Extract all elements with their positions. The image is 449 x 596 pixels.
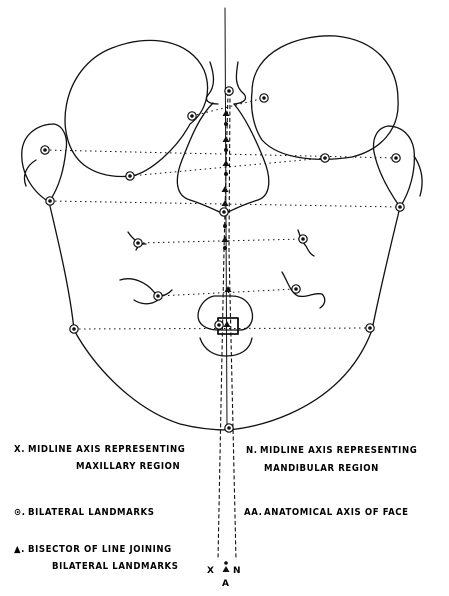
bisector-triangle <box>222 200 229 206</box>
axis-bead <box>224 122 228 126</box>
legend-bisector-symbol: ▲. <box>14 545 28 555</box>
axis-label-n: N <box>233 567 241 576</box>
axis-bead <box>224 172 228 176</box>
legend-bilateral-symbol: ⊙. <box>14 508 28 518</box>
bisector-triangle <box>224 321 231 327</box>
bisector-triangle <box>222 186 229 192</box>
bilateral-landmark <box>292 285 300 293</box>
legend-aa: AA.ANATOMICAL AXIS OF FACE <box>244 508 409 518</box>
right-nasolabial-mark <box>282 272 325 308</box>
bilateral-landmark <box>260 94 268 102</box>
legend-n-text: MIDLINE AXIS REPRESENTING <box>260 445 417 456</box>
legend-bisector-text: BISECTOR OF LINE JOINING <box>28 544 172 555</box>
legend-bisector-line1: ▲.BISECTOR OF LINE JOINING <box>14 545 172 555</box>
axis-label-aa: A <box>222 580 229 589</box>
landmark-line-upper <box>45 150 396 158</box>
legend-bisector-text-2: BILATERAL LANDMARKS <box>52 561 179 572</box>
bilateral-landmark <box>46 197 54 205</box>
legend-x-text: MIDLINE AXIS REPRESENTING <box>28 444 185 455</box>
bilateral-landmark <box>321 154 329 162</box>
bisector-triangle <box>223 160 230 166</box>
right-ear-outline <box>374 126 422 207</box>
bilateral-landmark <box>392 154 400 162</box>
bilateral-landmark <box>70 325 78 333</box>
legend-n-symbol: N. <box>246 446 260 456</box>
bilateral-landmark <box>154 292 162 300</box>
bisector-triangle <box>225 286 232 292</box>
legend-aa-symbol: AA. <box>244 508 264 518</box>
bilateral-landmark <box>134 239 142 247</box>
bisector-triangle <box>223 110 230 116</box>
nasal-bridge-outline <box>206 62 245 104</box>
midline-landmark <box>225 424 233 432</box>
bilateral-landmark <box>396 203 404 211</box>
left-orbit-outline <box>65 40 207 176</box>
legend-n-text-2: MANDIBULAR REGION <box>264 463 379 474</box>
axis-bead <box>223 224 227 228</box>
axis-end-triangle <box>223 566 230 572</box>
right-orbit-outline <box>251 36 398 159</box>
legend-bilateral: ⊙.BILATERAL LANDMARKS <box>14 508 155 518</box>
bilateral-landmark <box>126 172 134 180</box>
legend-x-line1: X.MIDLINE AXIS REPRESENTING <box>14 445 185 455</box>
legend-bisector-line2: BILATERAL LANDMARKS <box>52 562 179 572</box>
axis-bead <box>224 148 228 152</box>
midline-landmark <box>225 87 233 95</box>
legend-n-line2: MANDIBULAR REGION <box>264 464 379 474</box>
midline-landmark <box>220 208 228 216</box>
axis-bead <box>223 246 227 250</box>
axis-end-dot <box>224 561 228 565</box>
legend-x-text-2: MAXILLARY REGION <box>76 461 180 472</box>
landmark-line-cheek <box>138 239 303 243</box>
legend-x-line2: MAXILLARY REGION <box>76 462 180 472</box>
mandibular-midline-axis <box>229 92 236 560</box>
bilateral-landmark <box>188 112 196 120</box>
bilateral-landmark <box>366 324 374 332</box>
bilateral-landmark <box>299 235 307 243</box>
left-ear-outline <box>22 124 67 202</box>
axis-label-x: X <box>207 567 214 576</box>
bisector-triangle <box>222 236 229 242</box>
legend-x-symbol: X. <box>14 445 28 455</box>
bisector-triangle <box>223 136 230 142</box>
bilateral-landmark <box>41 146 49 154</box>
legend-n-line1: N.MIDLINE AXIS REPRESENTING <box>246 446 417 456</box>
midline-landmark <box>215 321 223 329</box>
legend-aa-text: ANATOMICAL AXIS OF FACE <box>264 507 409 518</box>
legend-bilateral-text: BILATERAL LANDMARKS <box>28 507 155 518</box>
left-nasolabial-mark <box>120 279 172 304</box>
